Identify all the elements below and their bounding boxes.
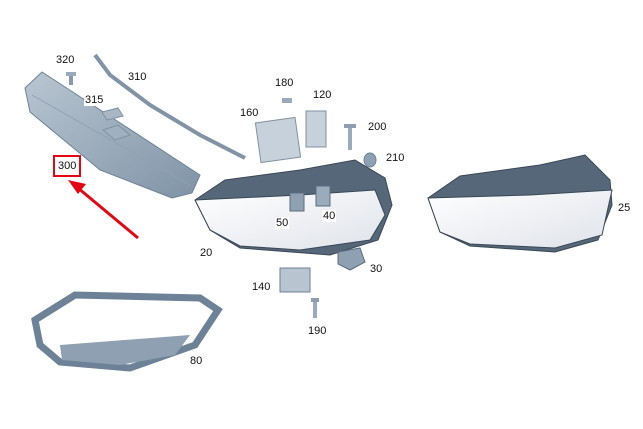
part-180-screw[interactable] xyxy=(282,98,292,103)
part-40-bulb[interactable] xyxy=(315,185,331,207)
label-80[interactable]: 80 xyxy=(189,355,204,367)
label-310[interactable]: 310 xyxy=(127,71,148,83)
label-20[interactable]: 20 xyxy=(199,247,214,259)
part-30-bracket[interactable] xyxy=(337,247,366,271)
label-200[interactable]: 200 xyxy=(367,121,388,133)
part-200-screw[interactable] xyxy=(344,124,356,150)
part-80-frame[interactable] xyxy=(31,291,223,372)
part-190-screw[interactable] xyxy=(311,298,319,318)
label-120[interactable]: 120 xyxy=(312,89,333,101)
label-160[interactable]: 160 xyxy=(239,107,260,119)
label-180[interactable]: 180 xyxy=(274,77,295,89)
label-300-highlighted[interactable]: 300 xyxy=(52,155,82,177)
label-210[interactable]: 210 xyxy=(385,152,406,164)
highlight-arrow xyxy=(68,180,139,240)
label-40[interactable]: 40 xyxy=(322,210,337,222)
part-210-cap[interactable] xyxy=(363,152,377,168)
part-120-module[interactable] xyxy=(305,110,327,148)
part-315-pad-2[interactable] xyxy=(101,124,132,141)
part-140-module[interactable] xyxy=(279,267,311,293)
label-50[interactable]: 50 xyxy=(275,217,290,229)
part-25-headlight[interactable] xyxy=(427,154,613,253)
part-160-module[interactable] xyxy=(254,116,302,164)
label-140[interactable]: 140 xyxy=(251,281,272,293)
part-320-clip[interactable] xyxy=(66,72,76,85)
part-315-pad[interactable] xyxy=(101,107,124,121)
label-25[interactable]: 25 xyxy=(617,202,632,214)
label-190[interactable]: 190 xyxy=(307,325,328,337)
label-30[interactable]: 30 xyxy=(369,263,384,275)
label-320[interactable]: 320 xyxy=(55,54,76,66)
part-50-bulb[interactable] xyxy=(289,192,305,212)
part-310-strip[interactable] xyxy=(93,53,246,160)
label-315[interactable]: 315 xyxy=(84,94,105,106)
